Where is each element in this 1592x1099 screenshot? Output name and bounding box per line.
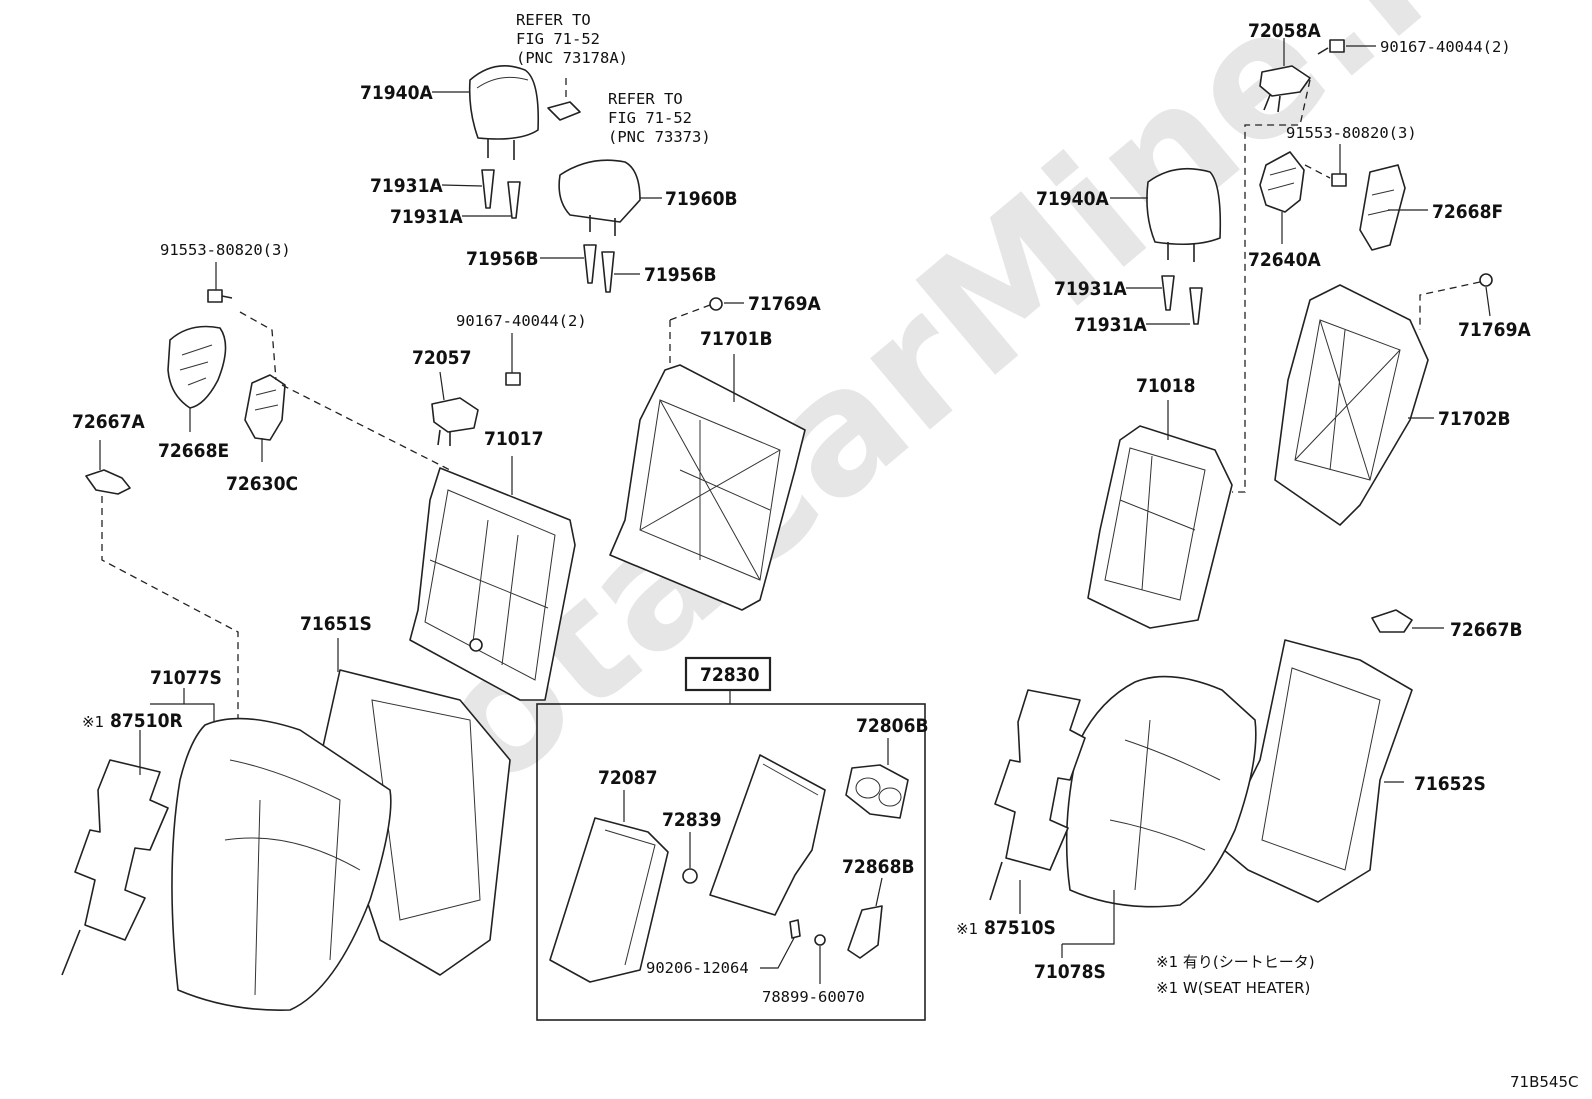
label-71017: 71017 xyxy=(484,428,543,450)
note-en: ※1 W(SEAT HEATER) xyxy=(1156,979,1310,997)
label-90167-left: 90167-40044(2) xyxy=(456,312,587,330)
seatback-cover-71077S[interactable] xyxy=(171,717,392,1011)
label-71018: 71018 xyxy=(1136,375,1195,397)
label-78899: 78899-60070 xyxy=(762,988,865,1006)
label-71960B: 71960B xyxy=(665,188,738,210)
label-71652S: 71652S xyxy=(1414,773,1486,795)
guide-71931A-right[interactable] xyxy=(1161,275,1203,325)
bolt-90167-right[interactable] xyxy=(1317,39,1345,55)
label-91553-right: 91553-80820(3) xyxy=(1286,124,1417,142)
seatback-frame-71018[interactable] xyxy=(1087,425,1233,629)
label-71931A-right-2: 71931A xyxy=(1074,314,1147,336)
heater-87510R[interactable] xyxy=(61,759,169,976)
headrest-71960B[interactable] xyxy=(558,159,641,236)
label-72640A: 72640A xyxy=(1248,249,1321,271)
bracket-72058A[interactable] xyxy=(1259,65,1311,113)
heater-87510S[interactable] xyxy=(989,689,1086,901)
label-71940A-left: 71940A xyxy=(360,82,433,104)
label-71077S: 71077S xyxy=(150,667,222,689)
label-72058A: 72058A xyxy=(1248,20,1321,42)
label-72806B: 72806B xyxy=(856,715,929,737)
label-72868B: 72868B xyxy=(842,856,915,878)
label-90206: 90206-12064 xyxy=(646,959,749,977)
cover-72668F[interactable] xyxy=(1359,164,1406,251)
seatback-cover-71078S[interactable] xyxy=(1065,675,1257,908)
label-71940A-right: 71940A xyxy=(1036,188,1109,210)
label-71931A-right-1: 71931A xyxy=(1054,278,1127,300)
label-71078S: 71078S xyxy=(1034,961,1106,983)
guide-71931A-left[interactable] xyxy=(481,169,521,219)
diagram-code: 71B545C xyxy=(1510,1073,1578,1091)
screw-71769A-right[interactable] xyxy=(1479,273,1493,287)
label-72668E: 72668E xyxy=(158,440,229,462)
refer2-line2: FIG 71-52 xyxy=(608,109,692,127)
label-72057: 72057 xyxy=(412,347,471,369)
label-90167-right: 90167-40044(2) xyxy=(1380,38,1511,56)
cover-72667A[interactable] xyxy=(85,469,131,495)
box-72830 xyxy=(536,656,926,1021)
label-72830: 72830 xyxy=(700,664,760,686)
label-72667B: 72667B xyxy=(1450,619,1523,641)
seatback-board-71702B[interactable] xyxy=(1274,284,1429,526)
label-71701B: 71701B xyxy=(700,328,773,350)
label-71956B-1: 71956B xyxy=(466,248,539,270)
seatback-frame-71017[interactable] xyxy=(409,467,576,701)
headrest-71940A-right[interactable] xyxy=(1146,167,1222,262)
cover-72868B[interactable] xyxy=(847,905,883,959)
armrest-body[interactable] xyxy=(709,754,826,916)
refer1-line3: (PNC 73178A) xyxy=(516,49,628,67)
cover-72668E[interactable] xyxy=(167,325,227,409)
refer1-line1: REFER TO xyxy=(516,11,591,29)
label-87510R: 87510R xyxy=(110,710,183,732)
label-87510S: 87510S xyxy=(984,917,1056,939)
armrest-72087[interactable] xyxy=(549,817,669,983)
seatback-board-71701B[interactable] xyxy=(609,297,806,611)
label-72087: 72087 xyxy=(598,767,657,789)
guide-71956B[interactable] xyxy=(583,244,615,293)
bolt-91553-right[interactable] xyxy=(1331,173,1347,187)
clip-78899[interactable] xyxy=(814,934,826,946)
headrest-71940A-left[interactable] xyxy=(468,64,540,160)
label-71769A-left: 71769A xyxy=(748,293,821,315)
label-71769A-right: 71769A xyxy=(1458,319,1531,341)
mark-87510S: ※1 xyxy=(956,920,978,938)
refer2-line1: REFER TO xyxy=(608,90,683,108)
label-72839: 72839 xyxy=(662,809,721,831)
note-jp: ※1 有り(シートヒータ) xyxy=(1156,953,1315,971)
label-72667A: 72667A xyxy=(72,411,145,433)
hinge-cover-72640A[interactable] xyxy=(1259,151,1305,213)
label-71956B-2: 71956B xyxy=(644,264,717,286)
clip-73373 xyxy=(547,78,581,121)
refer2-line3: (PNC 73373) xyxy=(608,128,711,146)
label-71931A-left-1: 71931A xyxy=(370,175,443,197)
hinge-cover-72630C[interactable] xyxy=(244,374,286,441)
refer1-line2: FIG 71-52 xyxy=(516,30,600,48)
label-71651S: 71651S xyxy=(300,613,372,635)
bolt-91553-left[interactable] xyxy=(207,289,233,303)
cover-72667B[interactable] xyxy=(1371,609,1413,633)
label-72668F: 72668F xyxy=(1432,201,1503,223)
bracket-72057[interactable] xyxy=(431,372,521,446)
mark-87510R: ※1 xyxy=(82,713,104,731)
screw-90206[interactable] xyxy=(789,919,801,939)
label-71702B: 71702B xyxy=(1438,408,1511,430)
label-91553-left: 91553-80820(3) xyxy=(160,241,291,259)
label-72630C: 72630C xyxy=(226,473,298,495)
label-71931A-left-2: 71931A xyxy=(390,206,463,228)
cup-holder-72806B[interactable] xyxy=(845,764,909,819)
plug-72839[interactable] xyxy=(682,868,698,884)
